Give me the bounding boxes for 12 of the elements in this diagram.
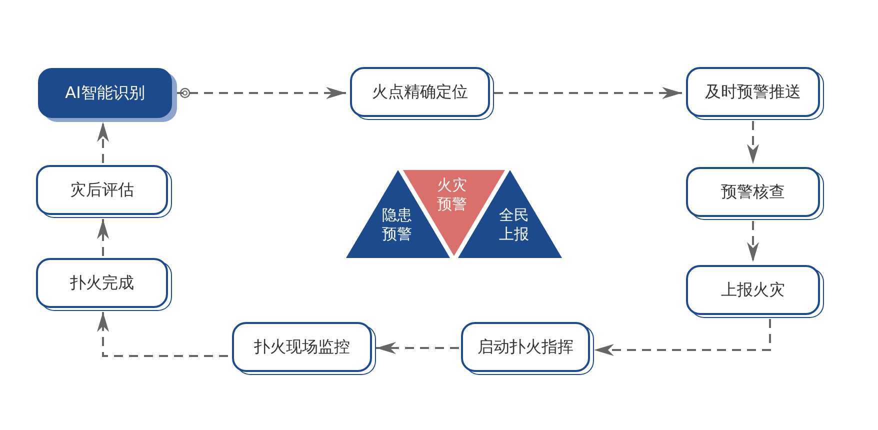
arrow [97,312,228,357]
label-text: 全民上报 [498,206,530,244]
arrow [97,219,109,256]
label-text: 火灾预警 [436,176,468,214]
arrow [494,87,682,99]
label-text: 隐患预警 [381,206,413,244]
arrow [174,87,346,99]
arrow [97,122,109,163]
arrow [376,342,459,354]
arrow [594,319,771,356]
arrow [747,121,759,164]
arrow [747,221,759,262]
